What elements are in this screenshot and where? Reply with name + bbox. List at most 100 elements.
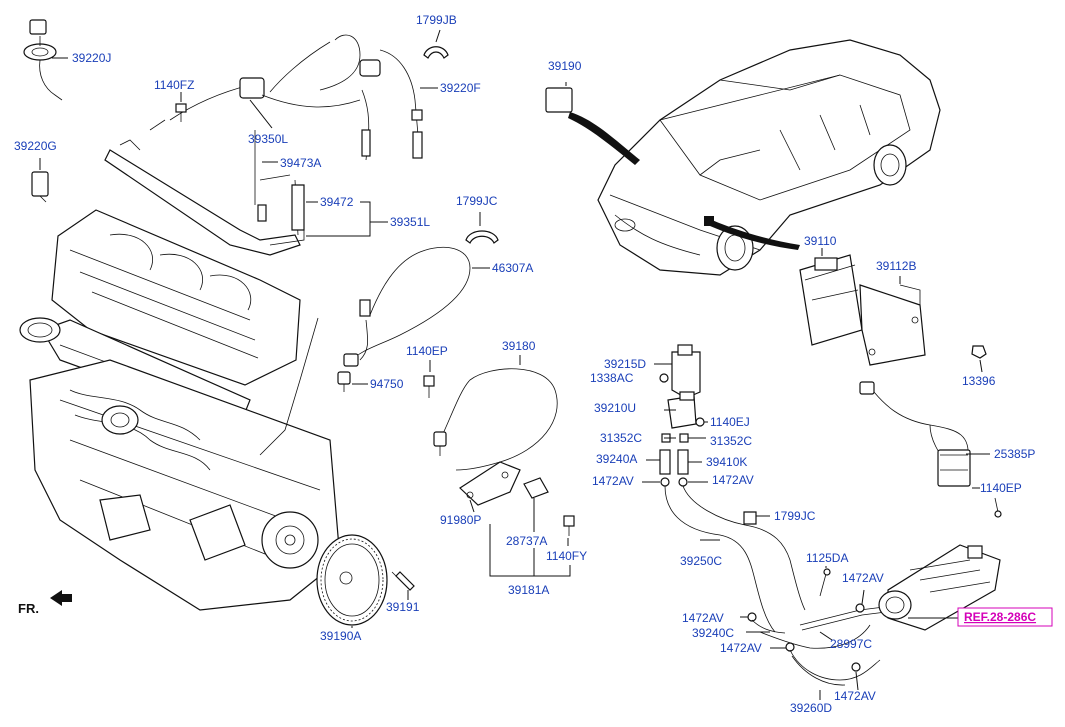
clamp-1472av-b: [678, 477, 688, 487]
label-1140ej[interactable]: 1140EJ: [710, 415, 750, 429]
label-25385p[interactable]: 25385P: [994, 447, 1035, 461]
label-1472av-d[interactable]: 1472AV: [682, 611, 724, 625]
purge-valve-bracket-39215d: [671, 344, 701, 399]
vapor-line-39250c: [664, 485, 871, 649]
front-direction-marker: FR.: [18, 590, 72, 616]
clamp-1472av-f: [851, 662, 861, 672]
clip-1799jc-lower: [743, 511, 757, 525]
bolt-1140ej: [695, 417, 705, 427]
label-39250c[interactable]: 39250C: [680, 554, 722, 568]
cable-46307a: [343, 246, 471, 367]
label-1140fy[interactable]: 1140FY: [546, 549, 587, 563]
clamp-1472av-e: [785, 642, 795, 652]
label-39210u[interactable]: 39210U: [594, 401, 636, 415]
front-label: FR.: [18, 601, 39, 616]
hose-39240a: [659, 449, 671, 475]
part-labels: 39220J 1799JB 1140FZ 39220F 39350L 39220…: [14, 13, 1035, 715]
label-1799jc-lower[interactable]: 1799JC: [774, 509, 816, 523]
label-39220f[interactable]: 39220F: [440, 81, 481, 95]
pipe-39472: [269, 184, 305, 246]
ecu-pointer: [710, 220, 800, 250]
clip-1799jb: [423, 46, 449, 59]
bolt-1140fz: [175, 103, 187, 122]
label-1472av-a[interactable]: 1472AV: [592, 474, 634, 488]
label-39110[interactable]: 39110: [804, 234, 837, 248]
reference-box[interactable]: [957, 607, 1053, 627]
label-39191[interactable]: 39191: [386, 600, 420, 614]
bracket-91980p: [459, 461, 521, 506]
sensor-39220f: [379, 49, 423, 159]
label-94750[interactable]: 94750: [370, 377, 404, 391]
label-46307a[interactable]: 46307A: [492, 261, 533, 275]
label-1338ac[interactable]: 1338AC: [590, 371, 634, 385]
label-28997c[interactable]: 28997C: [830, 637, 872, 651]
clamp-1472av-c: [855, 603, 865, 613]
reference-link[interactable]: REF.28-286C: [957, 607, 1053, 627]
label-39410k[interactable]: 39410K: [706, 455, 747, 469]
label-39180[interactable]: 39180: [502, 339, 536, 353]
bolt-39191: [391, 571, 415, 591]
bolt-1125da: [819, 568, 831, 597]
clip-28737a: [523, 477, 549, 499]
canister-drawing: [878, 544, 1001, 631]
clip-1799jc-upper: [465, 230, 499, 244]
sensor-39350l: [269, 34, 381, 161]
clip-31352c-right: [679, 433, 689, 443]
label-39240a[interactable]: 39240A: [596, 452, 637, 466]
leader-lines: [39, 29, 990, 700]
bolt-1338ac: [659, 373, 669, 383]
label-1140fz[interactable]: 1140FZ: [154, 78, 194, 92]
label-39112b[interactable]: 39112B: [876, 259, 916, 273]
sensor-cable-39180: [433, 368, 558, 471]
label-1140ep-upper[interactable]: 1140EP: [406, 344, 448, 358]
bolt-1140fy: [563, 515, 575, 536]
label-39351l[interactable]: 39351L: [390, 215, 430, 229]
engine-block-drawing: [19, 209, 341, 611]
label-39260d[interactable]: 39260D: [790, 701, 832, 715]
label-39350l[interactable]: 39350L: [248, 132, 288, 146]
label-39472[interactable]: 39472: [320, 195, 354, 209]
label-31352c-left[interactable]: 31352C: [600, 431, 642, 445]
label-39190a[interactable]: 39190A: [320, 629, 361, 643]
bolt-1140ep-upper: [423, 375, 435, 398]
hose-39260d: [789, 649, 881, 686]
label-39240c[interactable]: 39240C: [692, 626, 734, 640]
nut-13396: [971, 345, 987, 359]
sensor-39220g: [31, 171, 49, 203]
label-39220j[interactable]: 39220J: [72, 51, 111, 65]
label-28737a[interactable]: 28737A: [506, 534, 547, 548]
relay-39190: [545, 87, 640, 165]
label-39215d[interactable]: 39215D: [604, 357, 646, 371]
hose-39240c: [751, 619, 786, 634]
label-91980p[interactable]: 91980P: [440, 513, 481, 527]
clamp-1472av-d: [747, 612, 757, 622]
label-13396[interactable]: 13396: [962, 374, 996, 388]
label-39181a[interactable]: 39181A: [508, 583, 549, 597]
label-39190[interactable]: 39190: [548, 59, 582, 73]
tone-wheel-39190a: [316, 534, 388, 626]
label-39473a[interactable]: 39473A: [280, 156, 321, 170]
sensor-94750: [337, 371, 351, 392]
label-1799jb[interactable]: 1799JB: [416, 13, 457, 27]
hose-39410k: [677, 449, 689, 475]
label-1140ep-lower[interactable]: 1140EP: [980, 481, 1022, 495]
label-1799jc-upper[interactable]: 1799JC: [456, 194, 498, 208]
front-arrow-icon: [50, 590, 72, 606]
label-1125da[interactable]: 1125DA: [806, 551, 848, 565]
label-1472av-e[interactable]: 1472AV: [720, 641, 762, 655]
harness-25385p: [859, 381, 971, 487]
bracket-39112b: [859, 284, 926, 366]
ecu-39110: [799, 254, 863, 346]
ecu-location-mark: [704, 216, 714, 226]
bolt-1140ep-lower: [994, 497, 1002, 518]
clamp-1472av-a: [660, 477, 670, 487]
label-31352c-right[interactable]: 31352C: [710, 434, 752, 448]
sensor-39220j: [23, 19, 63, 101]
label-39220g[interactable]: 39220G: [14, 139, 57, 153]
label-1472av-f[interactable]: 1472AV: [834, 689, 876, 703]
label-1472av-c[interactable]: 1472AV: [842, 571, 884, 585]
label-1472av-b[interactable]: 1472AV: [712, 473, 754, 487]
reference-label[interactable]: REF.28-286C: [964, 610, 1036, 624]
harness-bracket: [104, 77, 361, 256]
